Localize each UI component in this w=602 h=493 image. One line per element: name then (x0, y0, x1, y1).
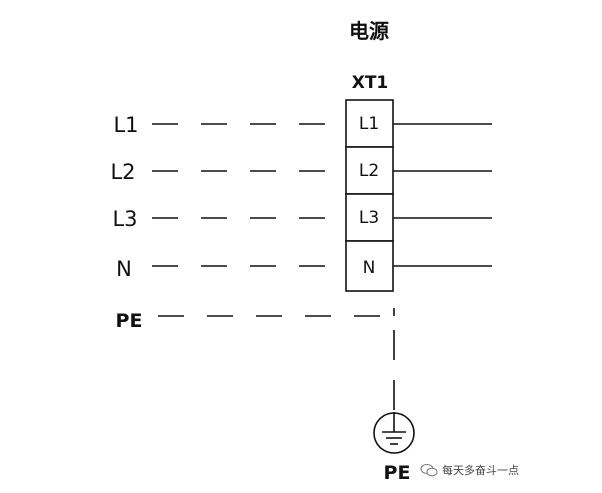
terminal-block (345, 99, 394, 292)
line-label-l1: L1 (113, 113, 138, 137)
line-label-l3: L3 (112, 207, 137, 231)
terminal-block-name: XT1 (352, 73, 389, 93)
ground-label: PE (384, 462, 411, 484)
line-label-pe: PE (116, 310, 143, 332)
terminal-label: L2 (359, 161, 379, 181)
terminal-label: N (363, 258, 376, 278)
watermark: 每天多奋斗一点 (420, 462, 519, 478)
diagram-title: 电源 (349, 19, 389, 43)
wechat-icon (420, 464, 438, 477)
line-label-n: N (116, 257, 132, 281)
terminal-label: L1 (359, 114, 379, 134)
ground-icon (373, 412, 415, 454)
terminal-box-l1 (345, 99, 394, 148)
watermark-text: 每天多奋斗一点 (442, 464, 519, 477)
terminal-label: L3 (359, 208, 379, 228)
line-label-l2: L2 (110, 160, 135, 184)
